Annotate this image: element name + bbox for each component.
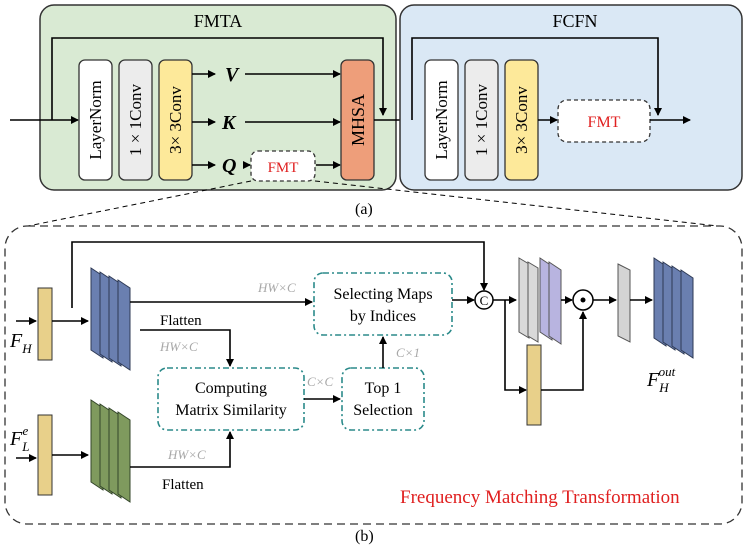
cxc-label: C×C xyxy=(307,374,333,389)
top1-line2: Selection xyxy=(353,402,413,419)
computing-similarity-box: Computing Matrix Similarity xyxy=(157,367,305,431)
fmta-module: FMTA LayerNorm 1 × 1Conv 3× 3Conv V K Q xyxy=(10,4,425,191)
v-label: V xyxy=(225,64,240,86)
concat-lower-branch-arrow xyxy=(504,300,527,394)
multiply-dot xyxy=(580,297,586,303)
top1-line1: Top 1 xyxy=(365,380,402,397)
fcfn-layernorm-block: LayerNorm xyxy=(424,59,459,181)
fh-label: FH xyxy=(9,330,32,356)
k-label: K xyxy=(221,112,237,134)
fcfn-conv3x3-block: 3× 3Conv xyxy=(504,59,539,181)
panel-b-caption: (b) xyxy=(355,528,374,545)
gate-conv-slab xyxy=(526,344,542,426)
fh-feature-stack xyxy=(90,267,131,371)
top1-selection-box: Top 1 Selection xyxy=(341,367,425,431)
computing-line2: Matrix Similarity xyxy=(175,402,287,419)
selecting-line1: Selecting Maps xyxy=(333,286,432,303)
fle-label: FLe xyxy=(9,423,29,454)
gate-to-multiply-arrow xyxy=(541,311,587,391)
multiply-op: · xyxy=(572,289,594,311)
fmta-layernorm-label: LayerNorm xyxy=(86,80,105,159)
concat-op: C xyxy=(474,290,494,310)
panel-b: FH HW×C Flatten HW×C Selecting Maps by I… xyxy=(4,225,743,525)
fmta-conv1x1-block: 1 × 1Conv xyxy=(118,59,153,181)
output-feature-stack xyxy=(653,257,694,359)
fcfn-layernorm-label: LayerNorm xyxy=(432,80,451,159)
top-skip-arrow xyxy=(71,241,488,308)
fle-feature-stack xyxy=(90,399,131,503)
flatten-top-arrow xyxy=(140,329,234,367)
fcfn-conv3x3-label: 3× 3Conv xyxy=(512,86,531,154)
fcfn-fmt-block: FMT xyxy=(557,99,651,143)
q-label: Q xyxy=(222,155,236,177)
fcfn-conv1x1-label: 1 × 1Conv xyxy=(472,84,491,156)
hwc-label-2: HW×C xyxy=(159,339,198,354)
fmta-conv1x1-label: 1 × 1Conv xyxy=(126,84,145,156)
selecting-maps-box: Selecting Maps by Indices xyxy=(313,272,453,336)
flatten-bottom-arrow xyxy=(130,431,234,468)
flatten-top-label: Flatten xyxy=(160,313,202,329)
concat-feature-group xyxy=(518,257,562,345)
fmta-fmt-label: FMT xyxy=(268,160,299,176)
mhsa-block: MHSA xyxy=(340,59,375,181)
fcfn-fmt-label: FMT xyxy=(588,114,621,131)
fmta-conv3x3-block: 3× 3Conv xyxy=(158,59,193,181)
fmta-conv3x3-label: 3× 3Conv xyxy=(166,86,185,154)
fle-conv-slab xyxy=(37,414,53,496)
fmta-title: FMTA xyxy=(194,11,243,31)
zoom-line-right xyxy=(314,180,719,227)
hwc-label-3: HW×C xyxy=(167,447,206,462)
cx1-label: C×1 xyxy=(396,345,420,360)
concat-symbol: C xyxy=(480,293,489,308)
panel-b-title: Frequency Matching Transformation xyxy=(400,487,680,508)
hwc-label-1: HW×C xyxy=(257,280,296,295)
fmta-skip-arrow xyxy=(51,37,387,120)
fcfn-conv1x1-block: 1 × 1Conv xyxy=(464,59,499,181)
fcfn-module: FCFN LayerNorm 1 × 1Conv 3× 3Conv FMT xyxy=(399,4,743,191)
fcfn-title: FCFN xyxy=(552,11,597,31)
fmta-layernorm-block: LayerNorm xyxy=(78,59,113,181)
mhsa-label: MHSA xyxy=(348,94,368,146)
panel-a-caption: (a) xyxy=(355,201,373,218)
fh-conv-slab xyxy=(37,287,53,361)
fcfn-skip-arrow xyxy=(411,37,662,120)
output-conv-slab xyxy=(617,263,631,343)
flatten-bottom-label: Flatten xyxy=(162,477,204,493)
zoom-line-left xyxy=(27,180,252,227)
computing-line1: Computing xyxy=(195,380,267,397)
selecting-line2: by Indices xyxy=(350,308,416,325)
output-label: FHout xyxy=(646,364,676,395)
fmta-fmt-block: FMT xyxy=(250,150,316,182)
